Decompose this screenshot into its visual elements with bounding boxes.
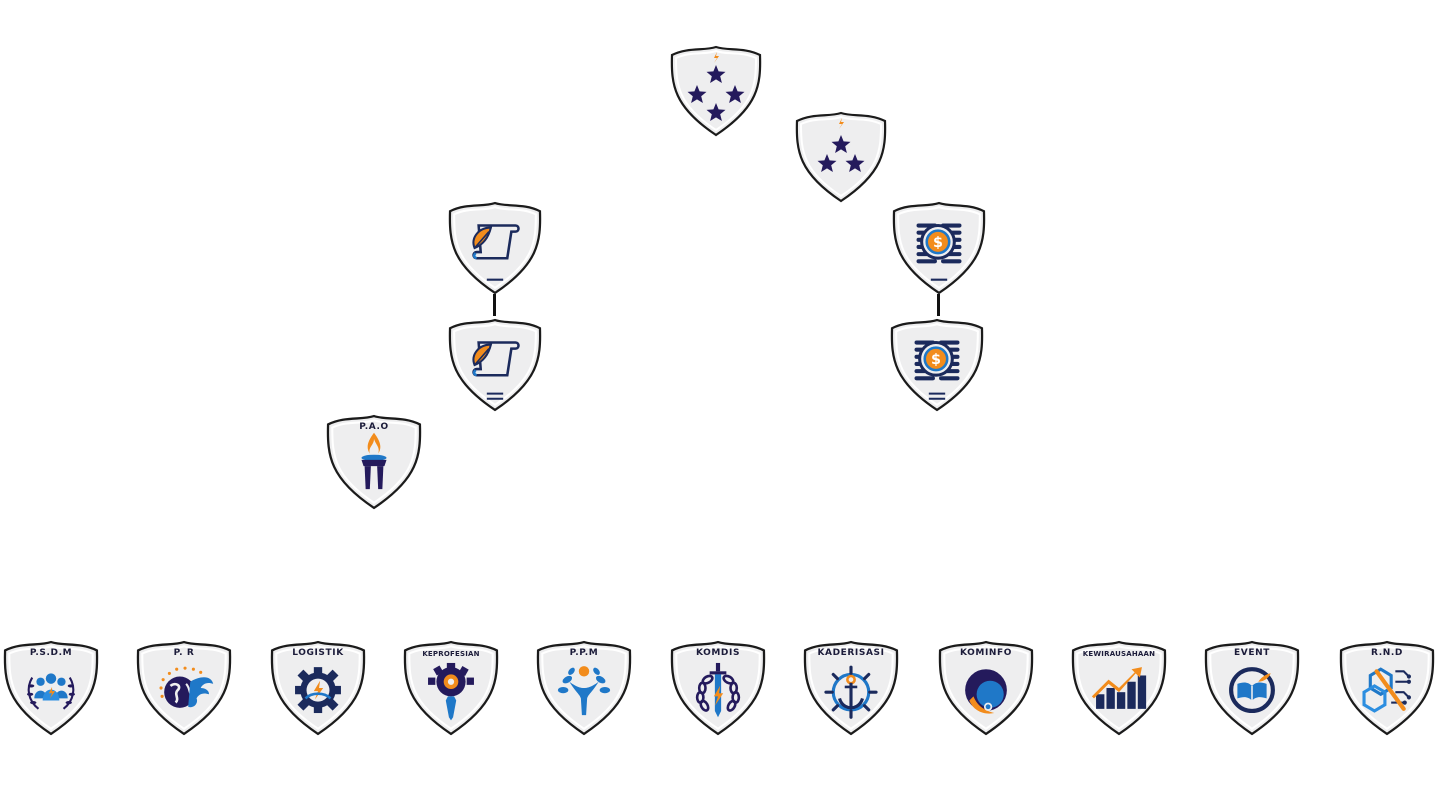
kewirausahaan-label: KEWIRAUSAHAAN: [1082, 650, 1156, 658]
badge-secretary-2[interactable]: [448, 318, 542, 412]
scroll-quill-icon: [472, 224, 520, 281]
event-label: EVENT: [1234, 648, 1270, 658]
gear-bolt-icon: [295, 667, 341, 714]
komdis-label: KOMDIS: [695, 648, 741, 658]
ppm-label: P.P.M: [569, 648, 599, 658]
sword-chain-icon: [695, 662, 741, 718]
torch-icon: [361, 432, 387, 490]
badge-treasurer-2[interactable]: $: [890, 318, 984, 412]
rnd-label: R.N.D: [1371, 648, 1403, 658]
badge-psdm[interactable]: P.S.D.M: [3, 640, 99, 736]
coin-stack-icon: $: [914, 340, 960, 400]
badge-pao[interactable]: P.A.O: [326, 414, 422, 510]
badge-kominfo[interactable]: KOMINFO: [938, 640, 1034, 736]
kominfo-icon: [965, 669, 1007, 714]
psdm-label: P.S.D.M: [29, 648, 73, 658]
open-book-icon: [1229, 667, 1275, 714]
people-laurel-icon: [27, 673, 75, 710]
connector-secretary: [493, 294, 496, 316]
svg-text:$: $: [931, 352, 941, 368]
three-stars-icon: [817, 118, 865, 172]
keprofesian-label: KEPROFESIAN: [422, 650, 480, 658]
person-tree-icon: [557, 666, 611, 716]
logistik-label: LOGISTIK: [292, 648, 344, 658]
pr-label: P. R: [173, 648, 195, 658]
badge-treasurer-1[interactable]: $: [892, 201, 986, 295]
coin-stack-icon: $: [916, 223, 962, 281]
badge-vice-chairman[interactable]: [795, 111, 887, 203]
kominfo-label: KOMINFO: [959, 648, 1013, 658]
badge-rnd[interactable]: R.N.D: [1339, 640, 1435, 736]
badge-kewirausahaan[interactable]: KEWIRAUSAHAAN: [1071, 640, 1167, 736]
circuit-cube-icon: [1362, 667, 1411, 713]
anchor-wheel-icon: [824, 665, 878, 719]
vice-chairman-shield: [795, 111, 887, 203]
chairman-shield: [670, 45, 762, 137]
badge-logistik[interactable]: LOGISTIK: [270, 640, 366, 736]
kaderisasi-label: KADERISASI: [817, 648, 885, 658]
four-stars-icon: [687, 52, 745, 121]
badge-komdis[interactable]: KOMDIS: [670, 640, 766, 736]
badge-chairman[interactable]: [670, 45, 762, 137]
scroll-quill-icon: [472, 341, 520, 400]
connector-treasurer: [937, 294, 940, 316]
badge-secretary-1[interactable]: [448, 201, 542, 295]
svg-text:$: $: [933, 235, 943, 251]
badge-kaderisasi[interactable]: KADERISASI: [803, 640, 899, 736]
badge-keprofesian[interactable]: KEPROFESIAN: [403, 640, 499, 736]
badge-ppm[interactable]: P.P.M: [536, 640, 632, 736]
bar-chart-icon: [1091, 667, 1147, 709]
globe-wing-icon: [159, 666, 214, 708]
badge-event[interactable]: EVENT: [1204, 640, 1300, 736]
psdm-shield: [3, 640, 99, 736]
gear-tie-icon: [428, 662, 474, 721]
badge-pr[interactable]: P. R: [136, 640, 232, 736]
pao-label: P.A.O: [359, 422, 389, 432]
